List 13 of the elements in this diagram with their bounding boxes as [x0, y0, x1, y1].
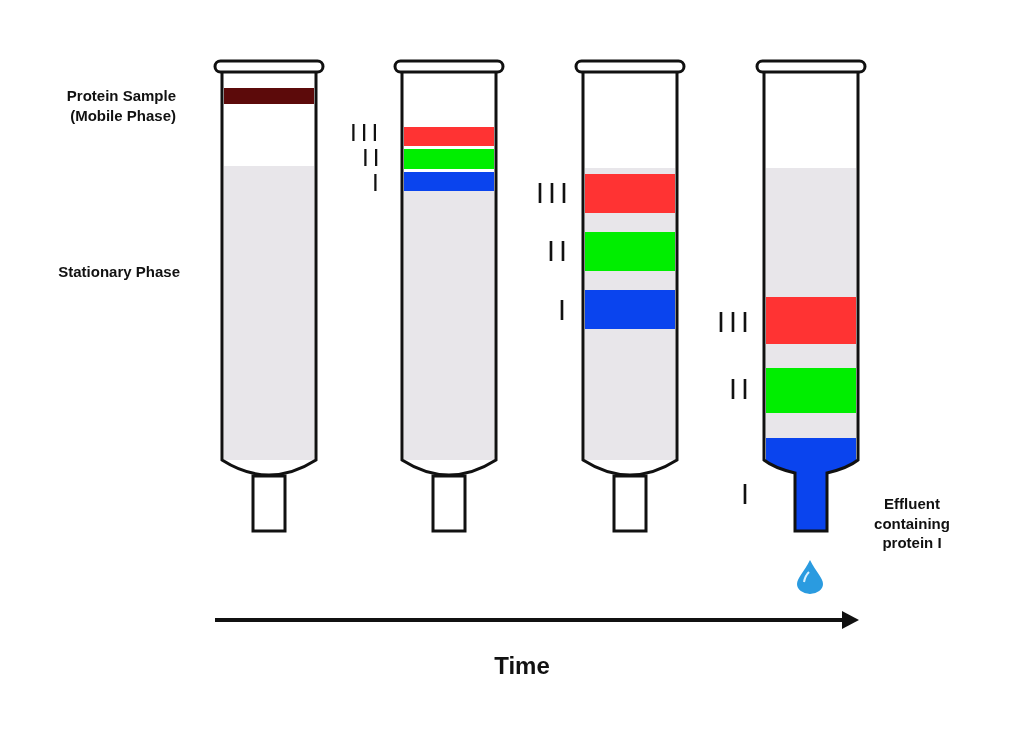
- roman-numeral: III: [536, 180, 572, 207]
- roman-numeral: II: [362, 147, 384, 170]
- label-text: Stationary Phase: [57, 262, 180, 282]
- roman-numeral: III: [717, 309, 753, 336]
- roman-numeral: I: [741, 481, 753, 508]
- roman-numeral: II: [547, 238, 571, 265]
- axis-title: Time: [493, 651, 551, 681]
- roman-numeral: I: [372, 172, 383, 195]
- roman-numeral: II: [729, 376, 753, 403]
- roman-numeral: III: [350, 122, 383, 145]
- roman-numeral: I: [558, 297, 570, 324]
- label-text: Effluent containing protein I: [873, 494, 951, 553]
- label-text: Protein Sample (Mobile Phase): [65, 86, 176, 125]
